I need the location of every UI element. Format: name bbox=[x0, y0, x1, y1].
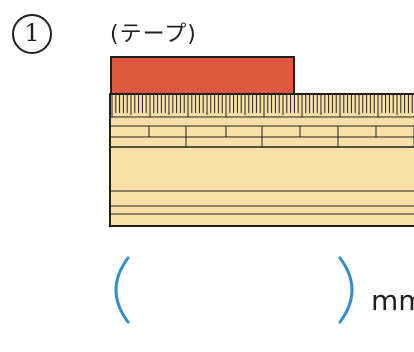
tape bbox=[110, 56, 295, 95]
tape-label: (テープ) bbox=[110, 22, 197, 47]
unit-label: mm bbox=[371, 284, 414, 317]
problem-number: 1 bbox=[12, 14, 52, 54]
ruler-ticks bbox=[111, 95, 413, 117]
left-bracket bbox=[114, 256, 130, 324]
right-bracket bbox=[338, 256, 354, 324]
ruler-body bbox=[109, 93, 414, 227]
